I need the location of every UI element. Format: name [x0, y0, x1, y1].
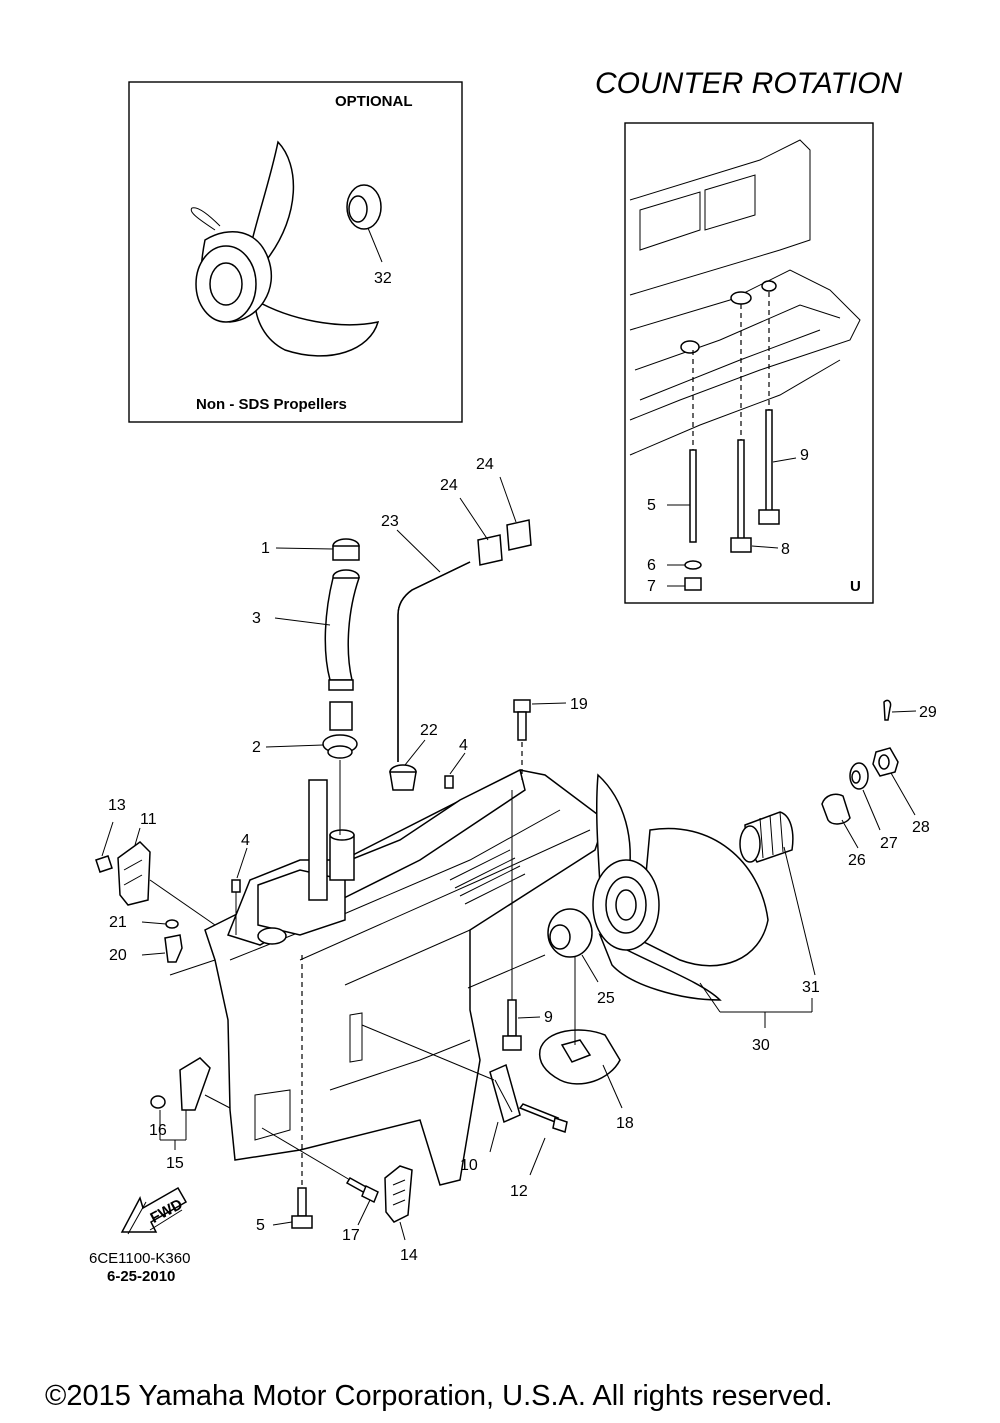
- callout-15: 15: [166, 1155, 184, 1172]
- anode-and-spacer: 18 25: [467, 908, 634, 1132]
- callout-18: 18: [616, 1115, 634, 1132]
- callout-2: 2: [252, 739, 261, 756]
- callout-23: 23: [381, 513, 399, 530]
- trim-tab-parts: 16 15: [149, 1057, 231, 1172]
- u-inset-frame: [624, 122, 874, 604]
- callout-32: 32: [374, 270, 392, 287]
- callout-28: 28: [912, 819, 930, 836]
- callout-10: 10: [460, 1157, 478, 1174]
- callout-19: 19: [570, 696, 588, 713]
- joint-and-dowels: 22 4 4: [231, 722, 468, 935]
- drawing-code: 6CE1100-K360: [89, 1250, 190, 1267]
- dowel-pin-icon: [444, 775, 454, 789]
- u-label: U: [850, 578, 861, 595]
- callout-17-label: 17: [342, 1227, 360, 1244]
- washer-icon: [346, 184, 382, 230]
- callout-9: 9: [544, 1009, 553, 1026]
- trim-cover-parts: 13 11 21 20: [95, 797, 216, 976]
- callout-31: 31: [802, 979, 820, 996]
- dowel-pin-icon: [231, 879, 241, 893]
- callout-5-inset: 5: [647, 497, 656, 514]
- grommet-pair: 24 24: [440, 456, 532, 566]
- lower-casing-icon: [204, 769, 606, 1186]
- callout-26: 26: [848, 852, 866, 869]
- optional-inset: OPTIONAL Non - SDS Propellers 32: [128, 81, 463, 423]
- propeller-icon: [190, 140, 380, 357]
- nut-icon: [684, 577, 702, 591]
- cover-plate-icon: [384, 1165, 413, 1223]
- casing-section-icon: [629, 139, 861, 456]
- callout-6-inset: 6: [647, 557, 656, 574]
- anode-icon: [489, 1063, 521, 1124]
- fwd-arrow-icon: FWD: [120, 1186, 188, 1235]
- plug-icon: [164, 934, 183, 963]
- callout-22: 22: [420, 722, 438, 739]
- callout-29: 29: [919, 704, 937, 721]
- callout-13: 13: [108, 797, 126, 814]
- optional-inset-frame: [128, 81, 463, 423]
- optional-label: OPTIONAL: [335, 93, 413, 110]
- callout-1: 1: [261, 540, 270, 557]
- callout-16: 16: [149, 1122, 167, 1139]
- callout-4-a: 4: [459, 737, 468, 754]
- callout-25: 25: [597, 990, 615, 1007]
- casing-bolts: 19 9: [502, 696, 588, 1051]
- callout-14: 14: [400, 1247, 418, 1264]
- drawing-date: 6-25-2010: [107, 1268, 175, 1285]
- callout-30: 30: [752, 1037, 770, 1054]
- copyright-notice: ©2015 Yamaha Motor Corporation, U.S.A. A…: [45, 1380, 833, 1412]
- trim-tab-icon: [179, 1057, 211, 1111]
- spacer-icon: [821, 793, 851, 825]
- callout-8-inset: 8: [781, 541, 790, 558]
- lower-casing-assembly: [204, 768, 606, 1186]
- lower-bolts: 5 14: [256, 955, 418, 1264]
- callout-24-b: 24: [476, 456, 494, 473]
- callout-24-a: 24: [440, 477, 458, 494]
- callout-12: 12: [510, 1183, 528, 1200]
- bolt-icon: [737, 439, 745, 541]
- callout-27: 27: [880, 835, 898, 852]
- cotter-pin-icon: [883, 699, 892, 721]
- propeller-assembly: 29 28 27 26 31 30: [592, 699, 937, 1054]
- water-tube-icon: [324, 577, 361, 681]
- callout-11: 11: [140, 811, 157, 828]
- callout-5: 5: [256, 1217, 265, 1234]
- water-tube-parts: 1 2 3: [252, 538, 361, 835]
- callout-9-inset: 9: [800, 447, 809, 464]
- callout-21: 21: [109, 914, 127, 931]
- u-inset: U 9 5 6 8 7: [624, 122, 874, 604]
- stud-bolt-icon: [689, 449, 697, 543]
- drive-shaft-icon: [308, 779, 328, 901]
- washer-icon: [684, 560, 702, 570]
- speedometer-tube: 23: [381, 513, 471, 762]
- callout-4-b: 4: [241, 832, 250, 849]
- non-sds-caption: Non - SDS Propellers: [196, 396, 347, 413]
- cover-icon: [117, 841, 151, 906]
- callout-7-inset: 7: [647, 578, 656, 595]
- anode-bolt-parts: 10 12: [361, 1024, 568, 1200]
- callout-20: 20: [109, 947, 127, 964]
- diagram-title: COUNTER ROTATION: [595, 67, 903, 100]
- callout-3: 3: [252, 610, 261, 627]
- bolt-icon: [765, 409, 773, 513]
